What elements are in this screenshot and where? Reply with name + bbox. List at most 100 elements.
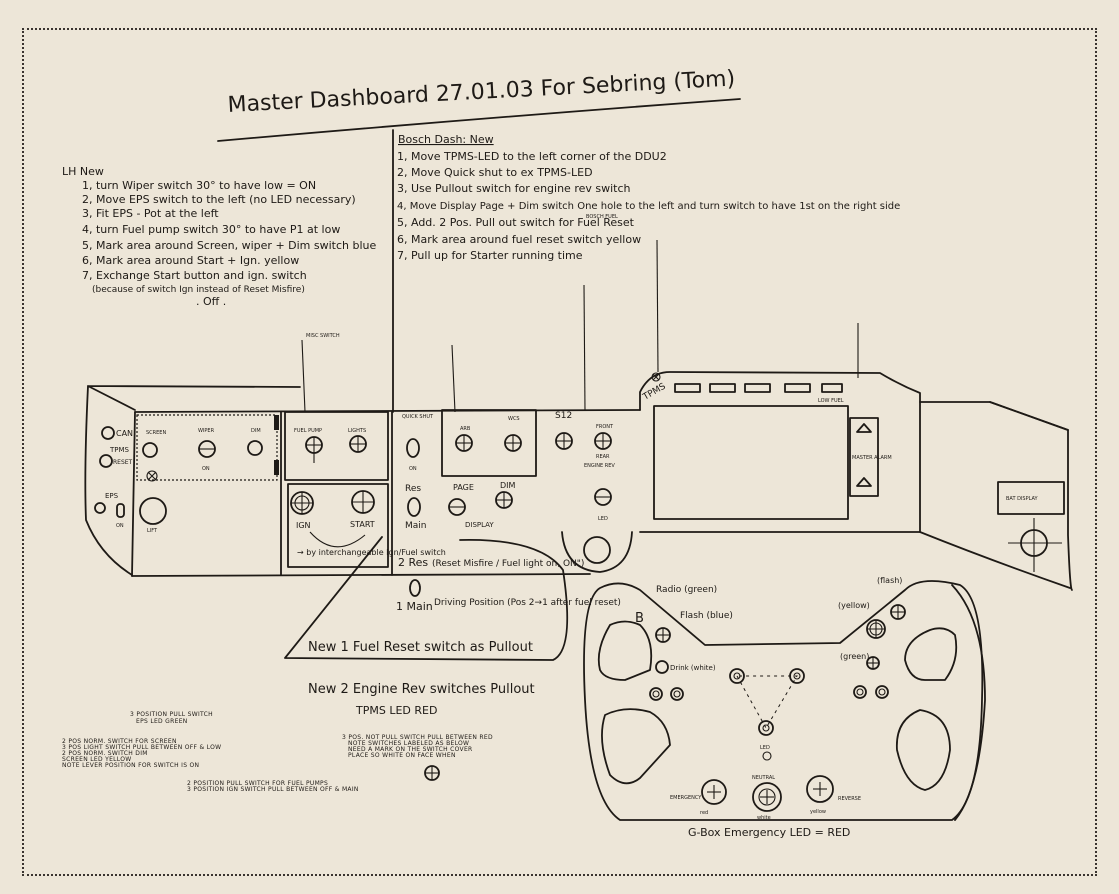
bat-display-box bbox=[997, 481, 1065, 515]
lh-item: . Off . bbox=[196, 295, 226, 308]
svg-text:START: START bbox=[350, 520, 375, 529]
svg-text:NEED A MARK ON THE SWITCH COVE: NEED A MARK ON THE SWITCH COVER bbox=[348, 746, 473, 753]
bosch-item: 4, Move Display Page + Dim switch One ho… bbox=[397, 201, 900, 212]
svg-text:ON: ON bbox=[116, 523, 124, 529]
svg-text:SCREEN LED YELLOW: SCREEN LED YELLOW bbox=[62, 756, 132, 763]
lh-item: 7, Exchange Start button and ign. switch bbox=[82, 269, 307, 282]
bosch-heading: Bosch Dash: New bbox=[398, 133, 494, 146]
ddu-screen bbox=[653, 405, 849, 520]
svg-text:MISC SWITCH: MISC SWITCH bbox=[306, 333, 340, 339]
svg-text:WCS: WCS bbox=[508, 416, 520, 422]
eps-toggle-icon bbox=[116, 503, 125, 518]
lh-heading: LH New bbox=[62, 165, 104, 178]
lh-item: (because of switch Ign instead of Reset … bbox=[92, 285, 305, 295]
svg-text:DIM: DIM bbox=[500, 481, 516, 490]
title-underline bbox=[217, 98, 741, 142]
bosch-item: 2, Move Quick shut to ex TPMS-LED bbox=[397, 166, 593, 179]
sketch-title: Master Dashboard 27.01.03 For Sebring (T… bbox=[227, 66, 736, 118]
steering-wheel: B Radio (green) Flash (blue) Drink (whit… bbox=[583, 576, 986, 839]
svg-text:BAT DISPLAY: BAT DISPLAY bbox=[1006, 496, 1039, 502]
shift-led-icon bbox=[758, 720, 774, 736]
svg-text:PAGE: PAGE bbox=[453, 483, 474, 492]
bosch-item: 1, Move TPMS-LED to the left corner of t… bbox=[397, 150, 667, 163]
page-dotted-border bbox=[22, 28, 1097, 876]
svg-text:(green): (green) bbox=[840, 652, 869, 661]
neutral-button-icon bbox=[752, 782, 782, 812]
svg-text:3 POSITION IGN SWITCH PULL BET: 3 POSITION IGN SWITCH PULL BETWEEN OFF &… bbox=[187, 786, 359, 793]
ddu-led-1 bbox=[674, 383, 701, 393]
section-display-controls: QUICK SHUT ON Res Main ARB WCS PAGE DIM … bbox=[391, 409, 537, 576]
svg-text:NOTE LEVER POSITION FOR SWITCH: NOTE LEVER POSITION FOR SWITCH IS ON bbox=[62, 762, 199, 769]
lh-item: 5, Mark area around Screen, wiper + Dim … bbox=[82, 239, 377, 252]
small-print: 3 POSITION PULL SWITCH EPS LED GREEN 2 P… bbox=[62, 711, 493, 793]
svg-text:LIFT: LIFT bbox=[147, 528, 158, 534]
svg-text:TPMS: TPMS bbox=[109, 446, 130, 454]
svg-text:NOTE SWITCHES LABELED AS BELOW: NOTE SWITCHES LABELED AS BELOW bbox=[348, 740, 469, 747]
reset-led-icon bbox=[99, 454, 113, 468]
wheel-left-lower-grip bbox=[601, 708, 671, 785]
svg-text:NEUTRAL: NEUTRAL bbox=[752, 775, 775, 781]
svg-text:2 Res: 2 Res bbox=[398, 556, 428, 569]
drink-button-icon bbox=[655, 660, 669, 674]
wheel-footer: G-Box Emergency LED = RED bbox=[688, 826, 850, 839]
wheel-outline bbox=[583, 580, 984, 821]
section-screen-wiper-dim: SCREEN WIPER ON DIM LIFT bbox=[136, 414, 279, 534]
svg-text:(Reset Misfire / Fuel light on: (Reset Misfire / Fuel light on, ON") bbox=[432, 559, 584, 569]
svg-text:Main: Main bbox=[405, 521, 427, 531]
lift-button-icon bbox=[139, 497, 167, 525]
svg-text:1 Main: 1 Main bbox=[396, 600, 433, 613]
lh-item: 3, Fit EPS - Pot at the left bbox=[82, 207, 219, 220]
svg-text:FUEL PUMP: FUEL PUMP bbox=[294, 428, 322, 434]
res-main-switch-icon bbox=[407, 497, 421, 517]
svg-text:LOW FUEL: LOW FUEL bbox=[818, 398, 844, 404]
quick-shut-switch-icon bbox=[406, 438, 420, 458]
svg-text:EPS LED GREEN: EPS LED GREEN bbox=[136, 718, 188, 725]
svg-text:ARB: ARB bbox=[460, 426, 471, 432]
svg-text:BOSCH FUEL: BOSCH FUEL bbox=[586, 214, 618, 220]
lh-item: 2, Move EPS switch to the left (no LED n… bbox=[82, 193, 356, 206]
wheel-left-upper-grip bbox=[597, 620, 653, 681]
ddu-led-2 bbox=[709, 383, 736, 393]
lh-notes: LH New 1, turn Wiper switch 30° to have … bbox=[62, 165, 377, 308]
svg-text:DISPLAY: DISPLAY bbox=[465, 521, 494, 529]
svg-text:2 POSITION PULL SWITCH FOR FUE: 2 POSITION PULL SWITCH FOR FUEL PUMPS bbox=[187, 780, 328, 787]
svg-text:Driving Position (Pos 2→1 afte: Driving Position (Pos 2→1 after fuel res… bbox=[434, 598, 621, 608]
ddu-led-low-fuel bbox=[821, 383, 843, 393]
eps-pot-icon bbox=[94, 502, 106, 514]
lh-item: 1, turn Wiper switch 30° to have low = O… bbox=[82, 179, 316, 192]
lh-item: 4, turn Fuel pump switch 30° to have P1 … bbox=[82, 223, 340, 236]
leader-lines: MISC SWITCH BOSCH FUEL bbox=[301, 214, 859, 413]
svg-text:B: B bbox=[635, 611, 644, 626]
svg-text:New 1 Fuel Reset switch as Pul: New 1 Fuel Reset switch as Pullout bbox=[308, 640, 533, 655]
screen-switch-icon bbox=[142, 442, 158, 458]
svg-text:2 POS NORM. SWITCH DIM: 2 POS NORM. SWITCH DIM bbox=[62, 750, 148, 757]
bosch-item: 3, Use Pullout switch for engine rev swi… bbox=[397, 182, 631, 195]
svg-text:EMERGENCY: EMERGENCY bbox=[670, 795, 702, 801]
svg-text:(yellow): (yellow) bbox=[838, 601, 870, 610]
svg-text:EPS: EPS bbox=[105, 492, 119, 500]
bosch-item: 5, Add. 2 Pos. Pull out switch for Fuel … bbox=[397, 216, 635, 229]
svg-text:New 2 Engine Rev switches Pull: New 2 Engine Rev switches Pullout bbox=[308, 682, 535, 697]
svg-text:TPMS LED RED: TPMS LED RED bbox=[355, 704, 437, 717]
left-wing-controls: CAN TPMS RESET EPS ON bbox=[94, 426, 133, 529]
svg-text:CAN: CAN bbox=[116, 429, 133, 438]
right-wing-controls: BAT DISPLAY bbox=[997, 481, 1065, 572]
svg-text:RESET: RESET bbox=[113, 459, 133, 466]
svg-text:ON: ON bbox=[409, 466, 417, 472]
svg-text:red: red bbox=[700, 810, 708, 816]
bosch-notes: Bosch Dash: New 1, Move TPMS-LED to the … bbox=[392, 129, 900, 413]
master-alarm-panel bbox=[849, 417, 879, 497]
svg-text:S12: S12 bbox=[555, 411, 572, 421]
wheel-right-upper-grip bbox=[904, 627, 958, 681]
svg-text:LIGHTS: LIGHTS bbox=[348, 428, 366, 434]
ddu-led-4 bbox=[784, 383, 811, 393]
svg-text:ON: ON bbox=[202, 466, 210, 472]
fuel-reset-callout: → by interchangeable Ign/Fuel switch 2 R… bbox=[284, 536, 621, 717]
alarm-up-triangle-icon bbox=[856, 423, 872, 433]
svg-text:2 POS NORM. SWITCH FOR SCREEN: 2 POS NORM. SWITCH FOR SCREEN bbox=[62, 738, 177, 745]
reverse-button-icon bbox=[806, 775, 834, 803]
svg-text:DIM: DIM bbox=[251, 428, 261, 434]
svg-text:Radio (green): Radio (green) bbox=[656, 585, 717, 595]
svg-text:LED: LED bbox=[760, 745, 770, 751]
